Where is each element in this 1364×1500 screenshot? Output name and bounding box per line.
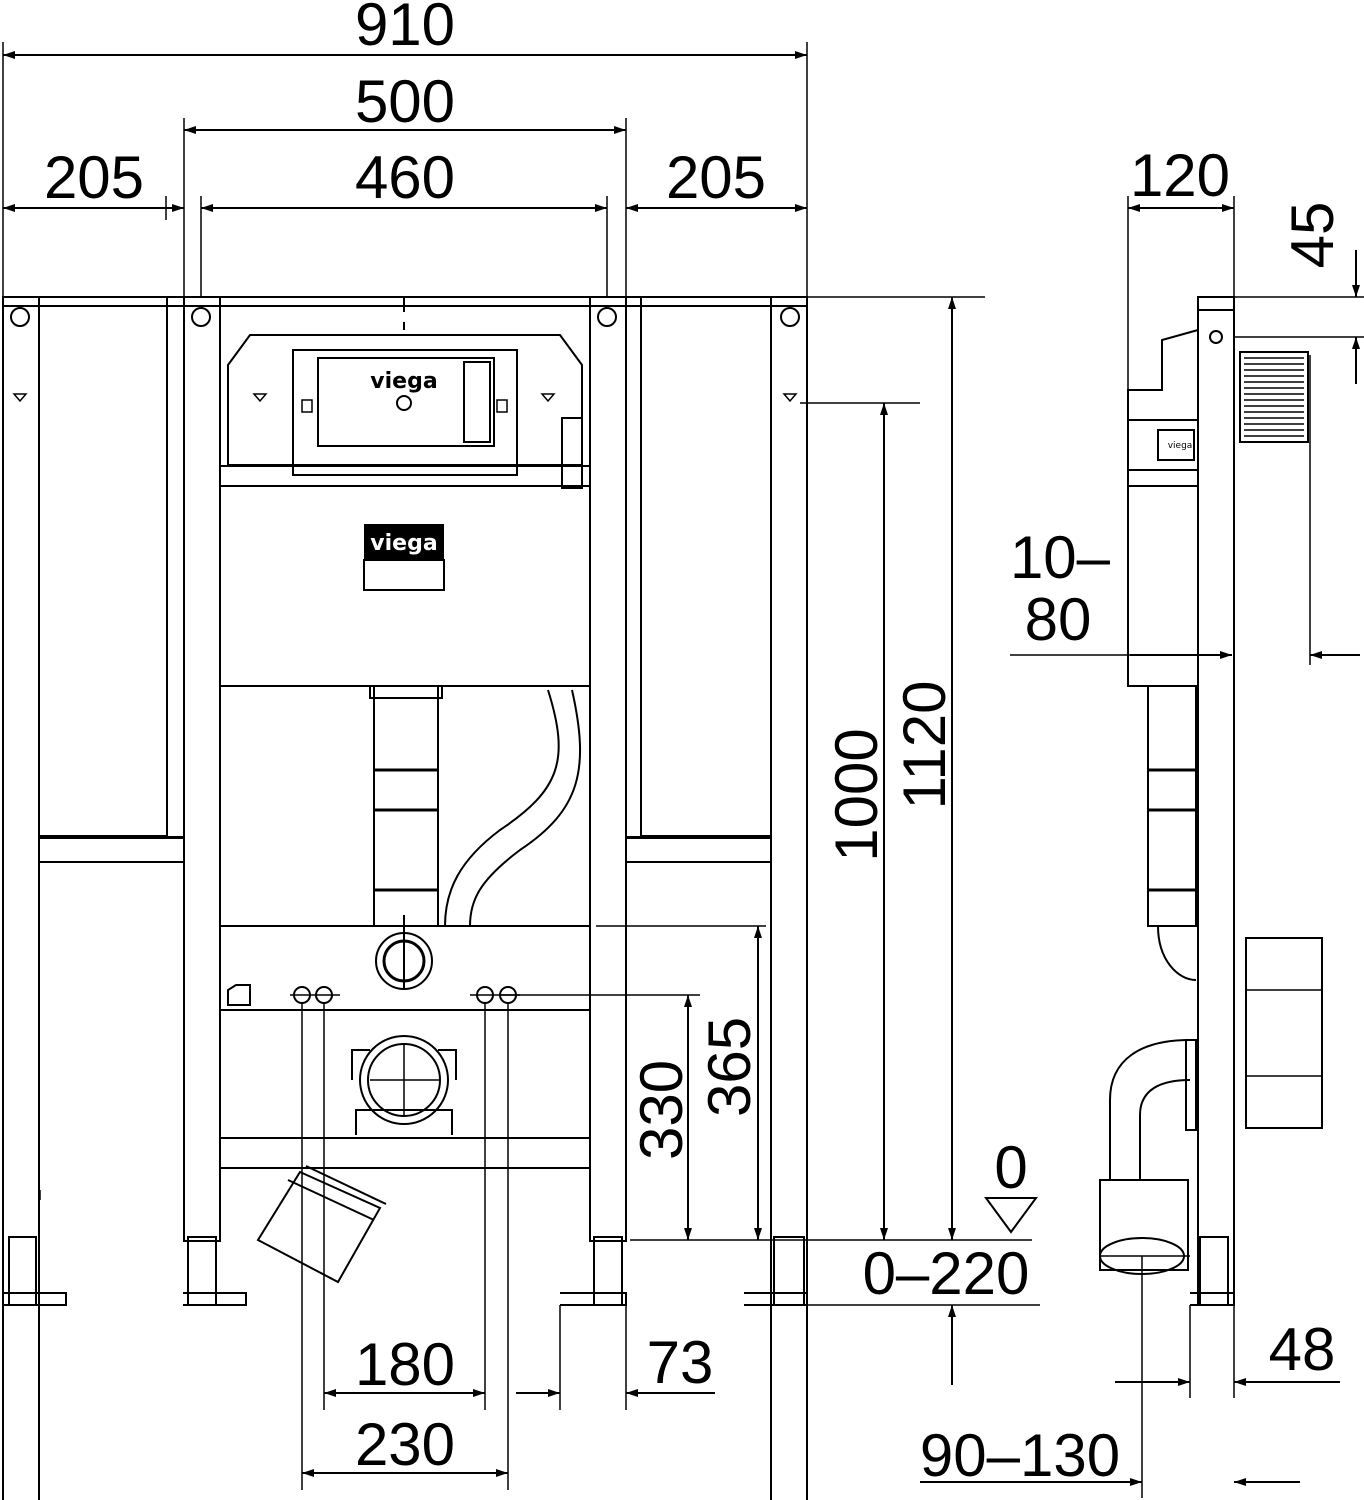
viega-logo-box: viega <box>370 531 437 556</box>
dim-side-depth: 120 <box>1130 142 1230 209</box>
side-view: viega <box>1099 296 1323 1306</box>
dim-drain-offset: 90–130 <box>920 1422 1120 1489</box>
viega-logo-plate <box>364 524 444 560</box>
viega-logo-side: viega <box>1168 441 1193 451</box>
front-frame: viega viega <box>2 296 808 1500</box>
side-drain-bend <box>1099 1039 1197 1275</box>
dim-spacing-180: 180 <box>355 1331 455 1398</box>
front-dimensions: 910 500 460 205 205 1120 1000 365 330 0 … <box>2 0 1040 1490</box>
dim-total-height: 1120 <box>891 680 958 809</box>
dim-330: 330 <box>628 1060 695 1160</box>
right-extension-bracket <box>625 296 808 1500</box>
dim-right-extension: 205 <box>666 144 766 211</box>
dim-floor-zero: 0 <box>994 1134 1027 1201</box>
dim-spacing-230: 230 <box>355 1411 455 1478</box>
left-extension-bracket <box>2 296 185 1500</box>
dim-floor-range: 0–220 <box>863 1240 1030 1307</box>
dim-overall-width: 910 <box>355 0 455 58</box>
dim-adjust-top: 10– <box>1010 524 1111 591</box>
main-frame: viega viega <box>183 296 627 1306</box>
side-dimensions: 120 45 10– 80 48 90–130 <box>920 142 1364 1498</box>
actuation-plate <box>1239 351 1309 443</box>
dim-adjust-bottom: 80 <box>1025 586 1092 653</box>
drain-pipe <box>256 1165 387 1284</box>
dim-side-45: 45 <box>1279 202 1346 269</box>
dim-inner-width: 460 <box>355 144 455 211</box>
dim-foot-48: 48 <box>1269 1316 1336 1383</box>
dim-foot-73: 73 <box>647 1329 714 1396</box>
viega-logo-top: viega <box>370 369 437 394</box>
dim-cistern-height: 1000 <box>823 728 890 861</box>
dim-left-extension: 205 <box>44 144 144 211</box>
dim-365: 365 <box>696 1017 763 1117</box>
dim-frame-width: 500 <box>355 68 455 135</box>
